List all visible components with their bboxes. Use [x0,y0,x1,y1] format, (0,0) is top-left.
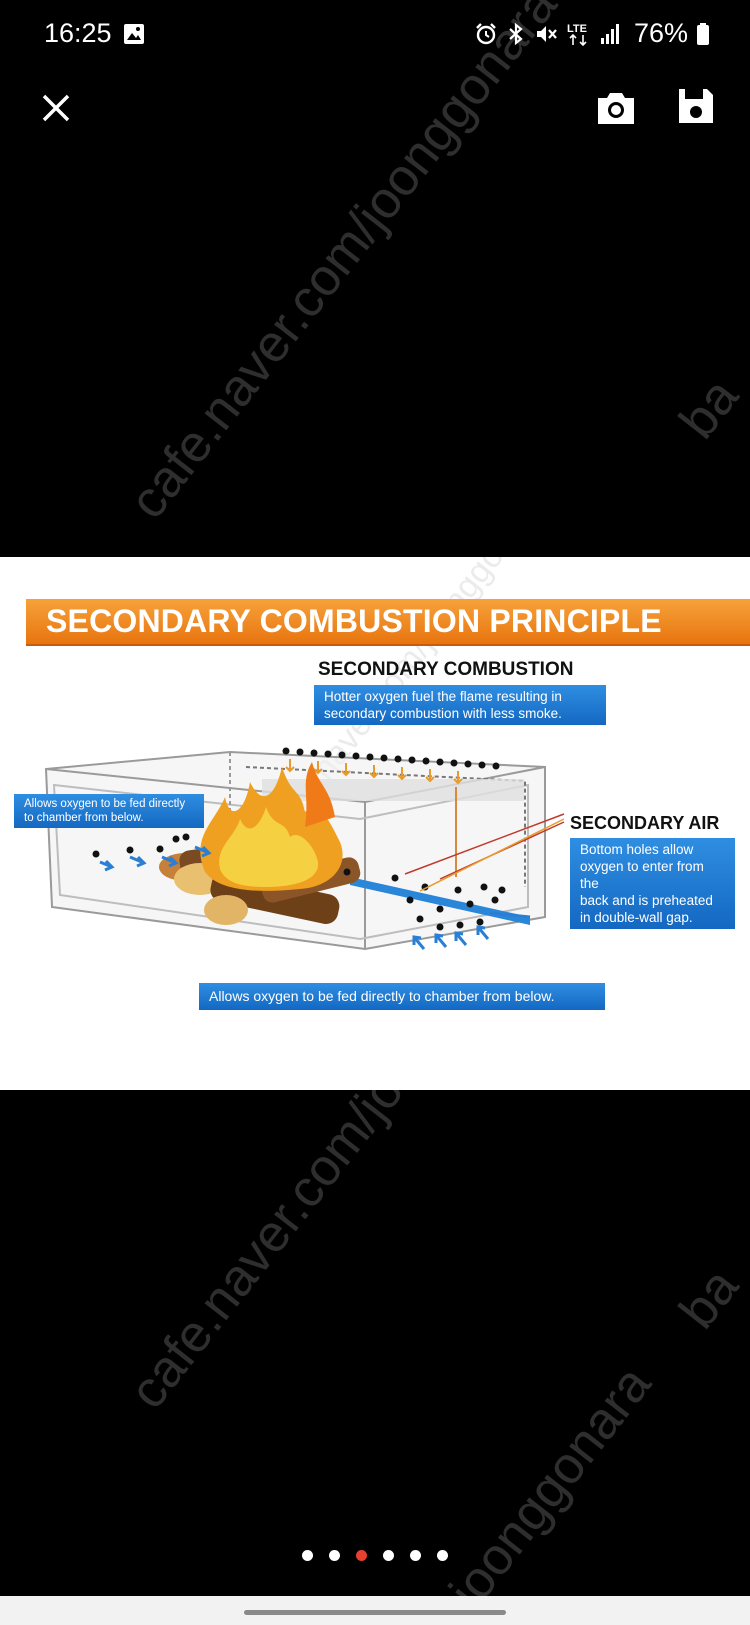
banner-title: SECONDARY COMBUSTION PRINCIPLE [26,599,750,644]
watermark-partial: ba [668,368,750,450]
note-line: back and is preheated [580,893,713,908]
camera-icon[interactable] [594,86,638,130]
secondary-combustion-note: Hotter oxygen fuel the flame resulting i… [314,685,606,725]
navigation-bar [0,1596,750,1625]
page-dot[interactable] [329,1550,340,1561]
note-line: to chamber from below. [24,812,144,824]
mute-icon [536,25,557,42]
close-icon[interactable] [36,88,76,128]
page-indicator [0,1550,750,1561]
viewer-toolbar [0,80,750,140]
page-dot-active[interactable] [356,1550,367,1561]
page-dot[interactable] [410,1550,421,1561]
status-time: 16:25 [44,18,112,48]
secondary-combustion-title: SECONDARY COMBUSTION [318,659,574,680]
note-line: Bottom holes allow [580,842,694,857]
page-dot[interactable] [302,1550,313,1561]
photo-image[interactable]: cafe.naver.com/joonggonara SECONDARY COM… [0,557,750,1090]
lte-icon: LTE [567,23,587,46]
note-line: Hotter oxygen fuel the flame resulting i… [324,689,562,704]
bottom-oxygen-note: Allows oxygen to be fed directly to cham… [199,983,605,1010]
battery-percent: 76% [633,18,688,48]
note-line: secondary combustion with less smoke. [324,706,562,721]
watermark-partial: joonggonara [438,1355,663,1620]
page-dot[interactable] [383,1550,394,1561]
status-icons: LTE 76% [474,18,710,49]
note-line: oxygen to enter from the [580,859,704,891]
home-gesture-bar[interactable] [244,1610,506,1615]
secondary-air-title: SECONDARY AIR [570,813,720,833]
lte-label: LTE [567,23,587,35]
battery-icon [697,22,709,45]
signal-icon [600,23,619,44]
bluetooth-icon [509,22,523,45]
status-bar: 16:25 LTE 76% [0,0,750,70]
gallery-icon [124,24,144,44]
left-oxygen-note: Allows oxygen to be fed directly to cham… [14,794,204,828]
save-icon[interactable] [676,86,716,126]
note-line: Allows oxygen to be fed directly [24,798,186,810]
watermark-partial: ba [668,1258,750,1340]
note-line: in double-wall gap. [580,910,693,925]
secondary-air-note: Bottom holes allow oxygen to enter from … [570,838,735,929]
alarm-icon [476,22,496,44]
page-dot[interactable] [437,1550,448,1561]
